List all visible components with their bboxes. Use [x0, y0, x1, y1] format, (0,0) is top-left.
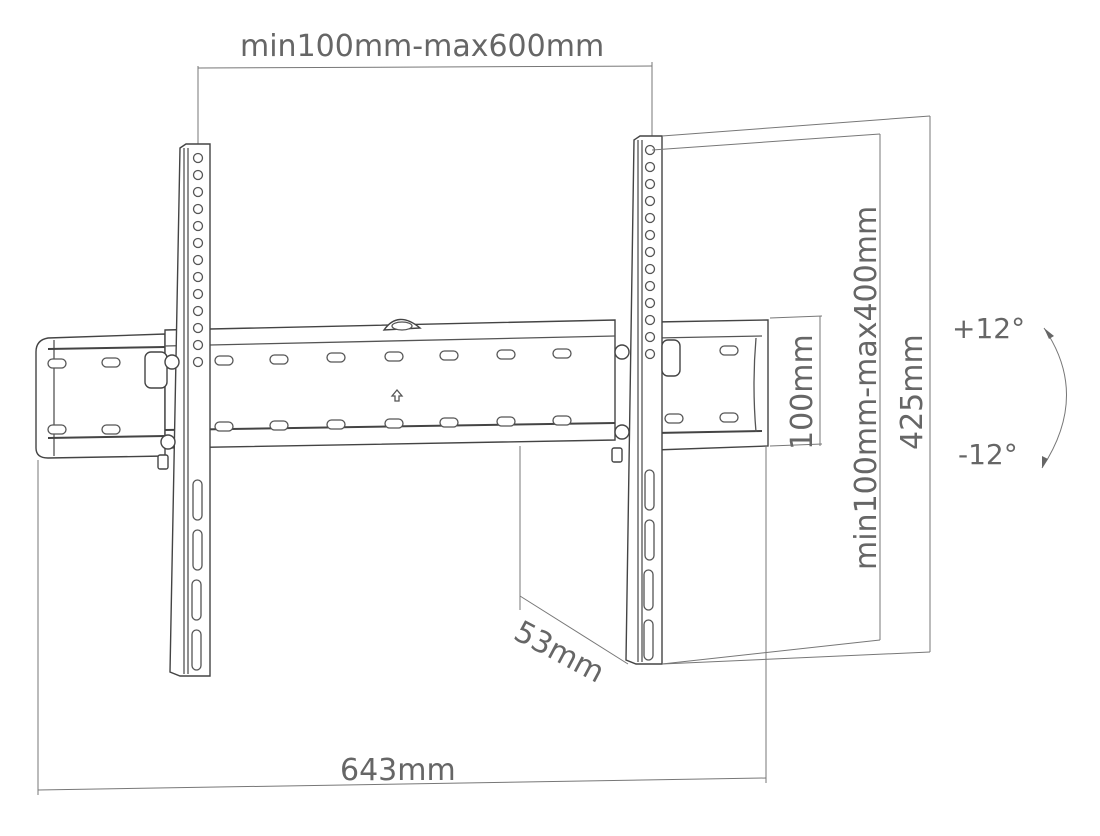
wall-plate-width-dimension: 643mm [37, 446, 767, 795]
left-vertical-arm [144, 143, 211, 677]
right-tilt-knob [611, 339, 681, 463]
right-arm-slots [643, 469, 655, 661]
left-tilt-knob [144, 351, 180, 470]
depth-dimension: 53mm [508, 446, 629, 690]
wall-plate [35, 318, 769, 459]
tilt-indicator: +12° -12° [952, 312, 1067, 471]
left-arm-holes [192, 152, 204, 368]
level-bubble [382, 318, 422, 331]
curved-double-arrow-icon [1041, 327, 1067, 469]
wall-plate-height-dimension: 100mm [769, 315, 823, 450]
wall-plate-width-label: 643mm [340, 753, 456, 788]
tilt-down-label: -12° [958, 438, 1018, 471]
up-arrow-icon [390, 388, 404, 402]
plate-slots-top [47, 345, 739, 369]
horizontal-vesa-label: min100mm-max600mm [240, 29, 604, 64]
vertical-vesa-dimension: min100mm-max400mm 425mm [651, 115, 931, 665]
wall-plate-height-label: 100mm [785, 334, 820, 450]
horizontal-vesa-dimension: min100mm-max600mm [197, 29, 653, 150]
left-arm-slots [191, 479, 203, 671]
right-arm-holes [644, 144, 656, 360]
tilt-up-label: +12° [952, 312, 1025, 345]
total-height-label: 425mm [895, 334, 930, 450]
depth-label: 53mm [508, 614, 610, 690]
right-vertical-arm [611, 135, 681, 665]
plate-slots-bottom [47, 412, 739, 435]
vertical-vesa-label: min100mm-max400mm [849, 206, 884, 570]
